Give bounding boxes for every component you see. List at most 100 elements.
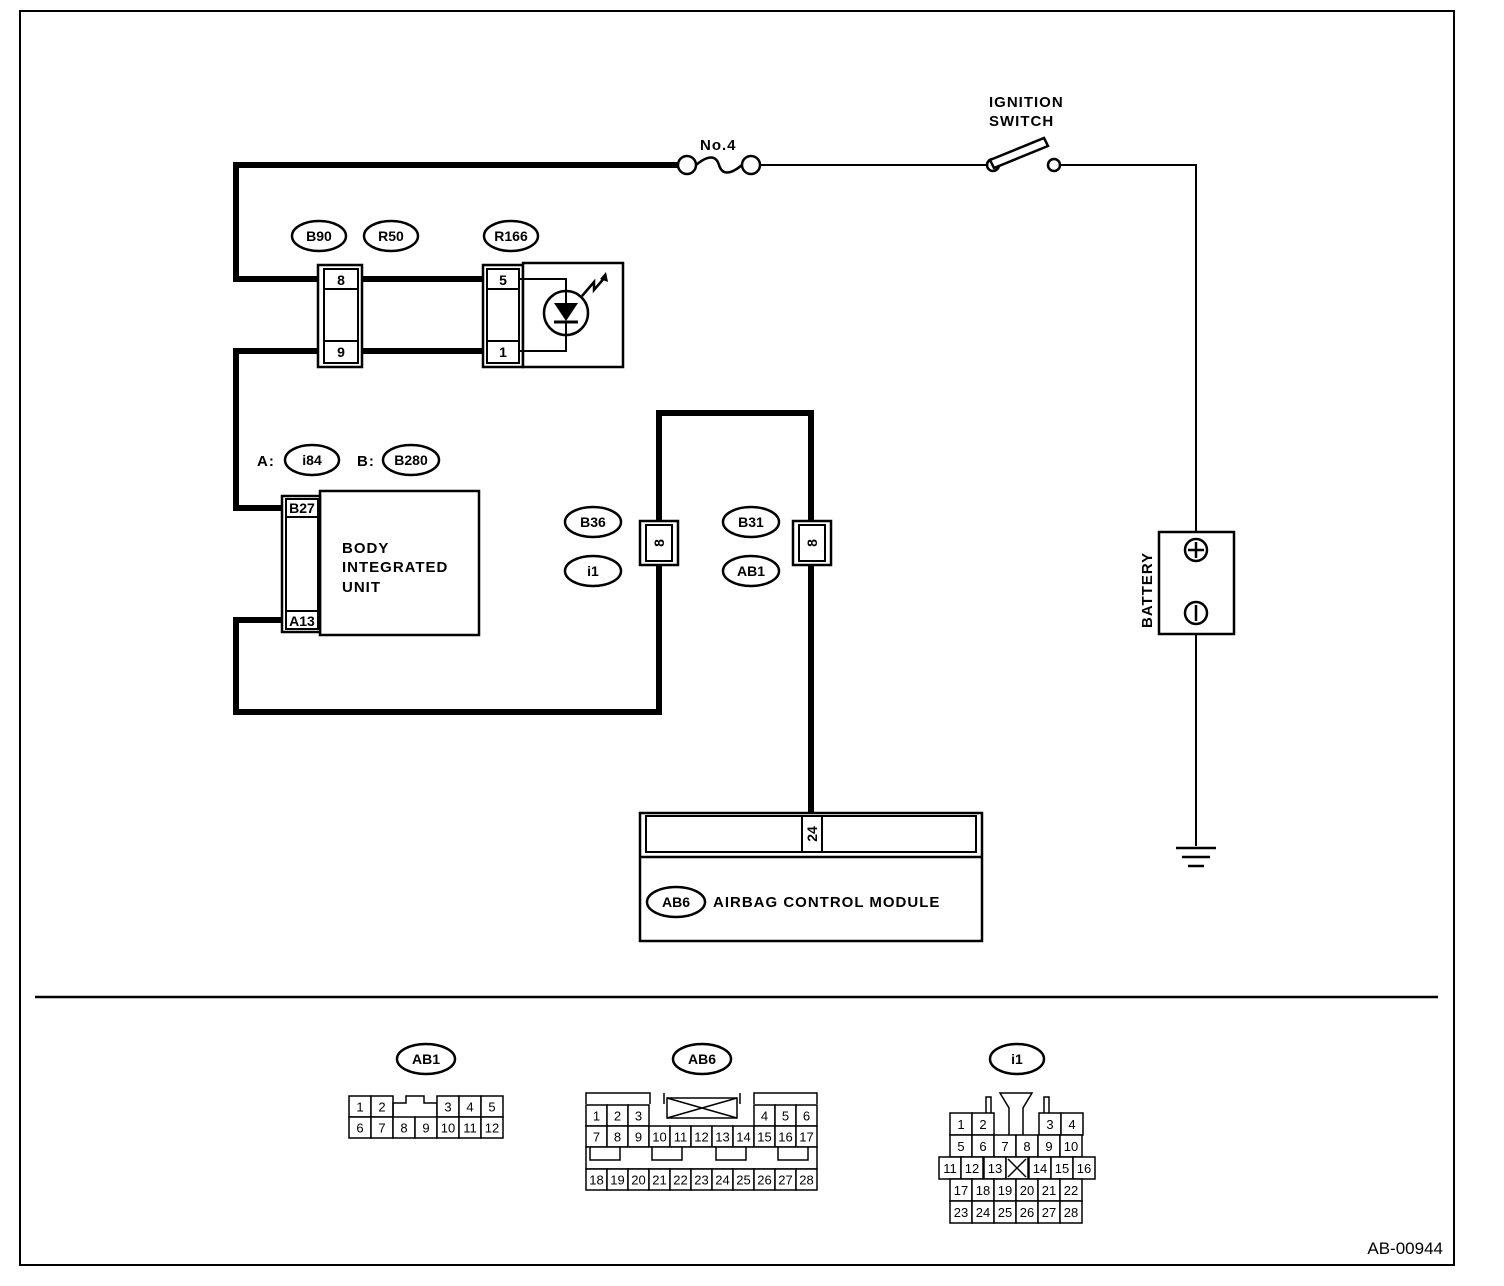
ab6-pin: 11: [674, 1130, 688, 1145]
bcu-prefix-b: B:: [357, 453, 375, 470]
i1-pin: 6: [979, 1139, 986, 1154]
ab6-pin: 27: [778, 1173, 792, 1188]
i1-pin: 21: [1042, 1183, 1056, 1198]
ab1-pin: 10: [441, 1121, 455, 1136]
ab6-pin: 22: [673, 1173, 687, 1188]
i1-pin: 17: [954, 1183, 968, 1198]
thin-wires: [760, 164, 1197, 846]
joint-pin-8: 8: [337, 272, 345, 288]
tag-ab6: AB6: [662, 894, 690, 910]
light-emission-icon: [581, 275, 607, 297]
wire-b36-to-b31: [656, 410, 814, 523]
svg-text:B90: B90: [306, 228, 332, 244]
ignition-label-1: IGNITION: [989, 94, 1064, 111]
tag-b280: B280: [394, 452, 428, 468]
wire-joint-to-bcu: [233, 348, 320, 511]
lamp-pin-1: 1: [499, 344, 507, 360]
ignition-switch: IGNITION SWITCH: [985, 94, 1064, 173]
i1-pin: 11: [943, 1161, 957, 1176]
acm-label: AIRBAG CONTROL MODULE: [713, 894, 940, 911]
ab1-pin: 11: [463, 1121, 477, 1136]
ab6-pin: 7: [593, 1130, 600, 1145]
ground-icon: [1176, 846, 1216, 868]
bcu-pin-b27: B27: [289, 500, 315, 516]
i1-pin: 1: [957, 1117, 964, 1132]
tag-ab1: AB1: [737, 563, 765, 579]
ab6-pin: 8: [614, 1130, 621, 1145]
tag-r50: R50: [362, 219, 420, 253]
joint-connector-b90: 8 9: [316, 263, 364, 369]
ignition-label-2: SWITCH: [989, 113, 1054, 130]
tag-r166: R166: [482, 219, 540, 253]
tag-b90: B90: [290, 219, 348, 253]
ab1-pin: 7: [378, 1121, 385, 1136]
ab6-pin: 10: [652, 1130, 666, 1145]
diagram-frame: [19, 10, 1455, 1266]
i1-pin: 25: [998, 1205, 1012, 1220]
ab6-pin: 18: [589, 1173, 603, 1188]
wire-ignition-to-battery: [1060, 164, 1197, 540]
ab6-pin: 28: [799, 1173, 813, 1188]
battery-label: BATTERY: [1139, 552, 1156, 628]
ab6-pin: 2: [614, 1109, 621, 1124]
i1-pin: 19: [998, 1183, 1012, 1198]
ab6-pin: 1: [593, 1109, 600, 1124]
i1-pin: 22: [1064, 1183, 1078, 1198]
ab6-pin: 3: [635, 1109, 642, 1124]
ab1-pin: 2: [378, 1100, 385, 1115]
i1-pin: 24: [976, 1205, 990, 1220]
battery: BATTERY: [1139, 530, 1236, 636]
ab1-pin: 1: [356, 1100, 363, 1115]
bcu-label-1: BODY: [342, 540, 389, 557]
i1-pin: 12: [965, 1161, 979, 1176]
legend-ab6-title: AB6: [688, 1051, 716, 1067]
ab6-pin: 13: [715, 1130, 729, 1145]
bcu-pin-a13: A13: [289, 613, 315, 629]
bcu-label-3: UNIT: [342, 579, 381, 596]
ab6-pin: 9: [635, 1130, 642, 1145]
tag-b31: B31: [738, 514, 764, 530]
ab6-pin: 16: [778, 1130, 792, 1145]
ab6-pin: 21: [652, 1173, 666, 1188]
lamp-connector-r166: 5 1: [481, 263, 525, 369]
i1-pin: 13: [988, 1161, 1002, 1176]
ab6-pin: 23: [694, 1173, 708, 1188]
ab1-pin: 9: [422, 1121, 429, 1136]
legend-ab1-title: AB1: [412, 1051, 440, 1067]
ab6-pin: 15: [757, 1130, 771, 1145]
ab6-pin: 25: [736, 1173, 750, 1188]
bcu-connector-tags: A: i84 B: B280: [257, 443, 441, 477]
airbag-warning-lamp: [519, 261, 625, 369]
ab1-pin: 4: [466, 1100, 473, 1115]
ab1-pin: 5: [488, 1100, 495, 1115]
i1-pin: 14: [1033, 1161, 1047, 1176]
i1-pin: 26: [1020, 1205, 1034, 1220]
i1-pin: 3: [1046, 1117, 1053, 1132]
ab6-pin: 14: [736, 1130, 750, 1145]
ab6-pin: 19: [610, 1173, 624, 1188]
i1-pin: 20: [1020, 1183, 1034, 1198]
body-integrated-unit: B27 A13 BODY INTEGRATED UNIT: [280, 489, 481, 637]
connector-b36-i1: B36 i1 8: [563, 505, 680, 588]
figure-code: AB-00944: [1367, 1239, 1443, 1258]
ab1-pin: 6: [356, 1121, 363, 1136]
i1-pin: 10: [1064, 1139, 1078, 1154]
svg-text:R50: R50: [378, 228, 404, 244]
i1-pin: 7: [1001, 1139, 1008, 1154]
tag-b36: B36: [580, 514, 606, 530]
ab1-pin: 3: [444, 1100, 451, 1115]
i1-pin: 8: [1023, 1139, 1030, 1154]
tag-i84: i84: [302, 452, 322, 468]
ab6-pin: 5: [782, 1109, 789, 1124]
i1-pin: 2: [979, 1117, 986, 1132]
i1-pin: 23: [954, 1205, 968, 1220]
conn-right-pin: 8: [804, 539, 820, 547]
i1-pin: 16: [1077, 1161, 1091, 1176]
joint-pin-9: 9: [337, 344, 345, 360]
i1-pin: 27: [1042, 1205, 1056, 1220]
ab6-pin: 12: [694, 1130, 708, 1145]
